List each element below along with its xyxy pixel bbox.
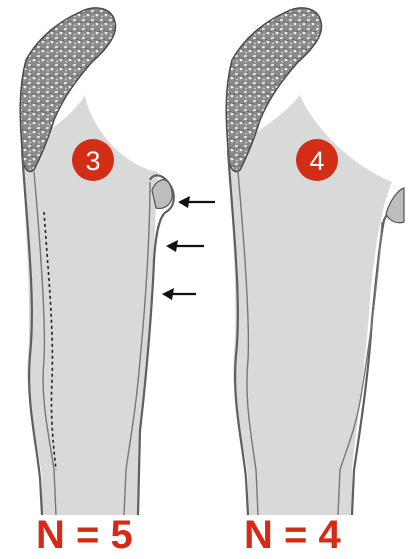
badge-left: 3	[72, 139, 114, 181]
bump-right	[386, 188, 404, 223]
count-label-right: N = 4	[244, 513, 341, 557]
badge-number-left: 3	[85, 146, 100, 176]
arrow-2	[166, 240, 204, 252]
arrow-3	[162, 288, 196, 300]
badge-right: 4	[296, 139, 338, 181]
count-label-left: N = 5	[36, 513, 133, 557]
badge-number-right: 4	[309, 146, 324, 176]
bump-left	[152, 180, 172, 209]
panel-right-femur: 4	[226, 8, 404, 515]
panel-left-femur: 3	[20, 8, 215, 515]
arrow-1	[178, 196, 215, 208]
